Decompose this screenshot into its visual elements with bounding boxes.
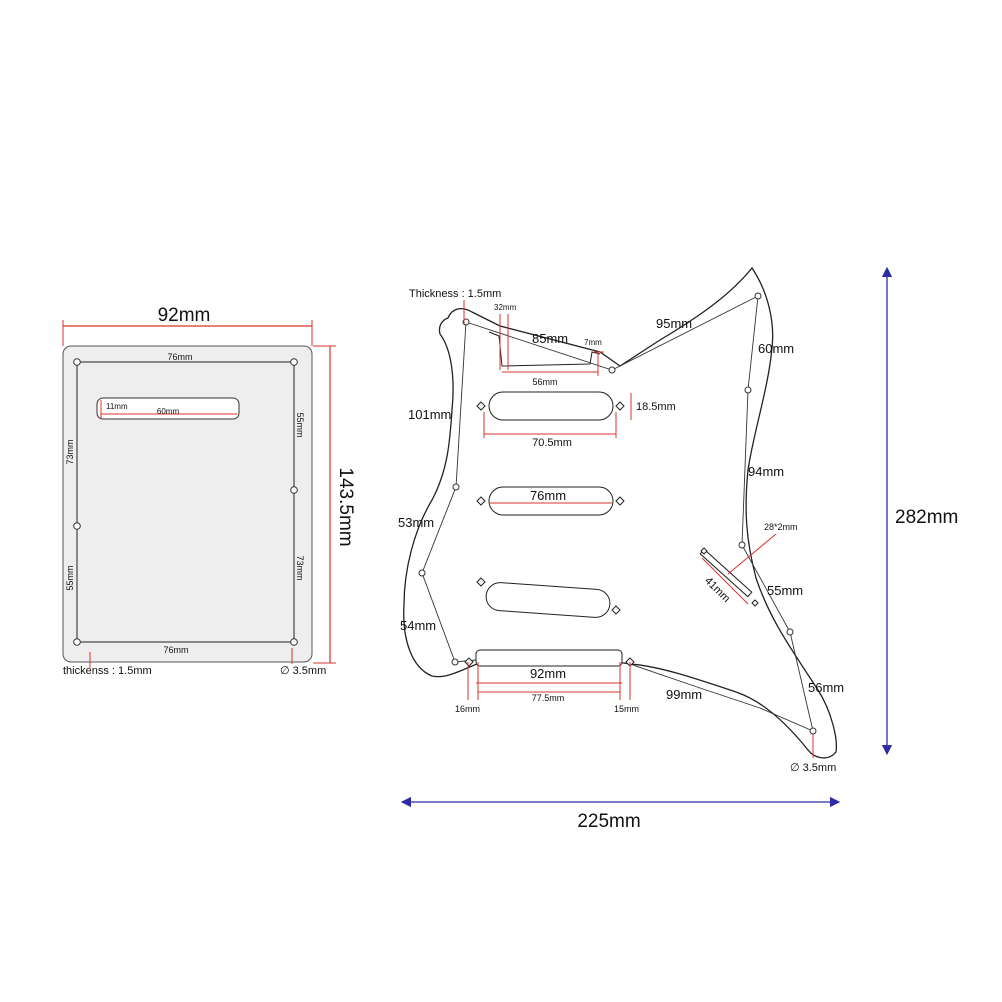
- switch-slot-leader: [727, 533, 777, 575]
- backplate-bottom-holes-label: 76mm: [163, 645, 188, 655]
- mounting-hole: [73, 638, 81, 646]
- mounting-hole: [452, 483, 460, 491]
- pickup-screw-hole: [476, 496, 486, 506]
- mounting-hole: [786, 628, 794, 636]
- mounting-hole: [744, 386, 752, 394]
- backplate-hole-label: ∅ 3.5mm: [280, 665, 326, 677]
- pot-width-label: 92mm: [530, 666, 566, 681]
- backplate-holes: [73, 358, 298, 646]
- backplate-group: 92mm 143.5mm 76mm 76mm 73mm 55mm 55mm 73…: [62, 305, 356, 677]
- span-55-label: 55mm: [767, 583, 803, 598]
- neck-notch: [488, 331, 601, 367]
- mounting-hole: [608, 366, 616, 374]
- pickup-screw-hole: [476, 577, 486, 587]
- mounting-hole: [754, 292, 762, 300]
- span-95-label: 95mm: [656, 316, 692, 331]
- slot-height-label: 11mm: [106, 402, 128, 411]
- mounting-hole: [290, 638, 298, 646]
- overall-width-label: 225mm: [577, 811, 640, 832]
- mounting-hole: [73, 358, 81, 366]
- backplate-left-upper-label: 73mm: [65, 439, 75, 464]
- pickup2-width-label: 76mm: [530, 488, 566, 503]
- pickup-screw-hole: [615, 496, 625, 506]
- middle-pickup-cutout: [488, 486, 614, 516]
- backplate-height-label: 143.5mm: [335, 467, 356, 546]
- pot-rail-cutout: [475, 649, 623, 667]
- span-60-label: 60mm: [758, 341, 794, 356]
- mounting-hole: [290, 358, 298, 366]
- notch-bottom-label: 56mm: [532, 377, 557, 387]
- neck-pickup-cutout: [488, 391, 614, 421]
- mounting-hole: [451, 658, 459, 666]
- pot-inner-label: 77.5mm: [532, 693, 565, 703]
- backplate-right-lower-label: 73mm: [295, 555, 305, 580]
- pickguard-outline: [403, 266, 838, 759]
- pickup-height-label: 18.5mm: [636, 401, 676, 413]
- pickguard-screw-outline: [421, 295, 814, 732]
- overall-height-label: 282mm: [895, 507, 958, 528]
- backplate-thickness-label: thickenss : 1.5mm: [63, 665, 152, 677]
- mounting-hole: [418, 569, 426, 577]
- switch-screw-hole: [700, 547, 708, 555]
- span-99-label: 99mm: [666, 687, 702, 702]
- right-offset-label: 15mm: [614, 704, 639, 714]
- left-offset-label: 16mm: [455, 704, 480, 714]
- pickguard-thickness-label: Thickness : 1.5mm: [409, 288, 501, 300]
- span-94-label: 94mm: [748, 464, 784, 479]
- pickup-screw-hole: [615, 401, 625, 411]
- backplate-left-lower-label: 55mm: [65, 565, 75, 590]
- pickup-screw-hole: [476, 401, 486, 411]
- backplate-shape: [62, 345, 313, 663]
- span-85-label: 85mm: [532, 331, 568, 346]
- mounting-hole: [73, 522, 81, 530]
- span-54-label: 54mm: [400, 618, 436, 633]
- mounting-hole: [738, 541, 746, 549]
- bridge-pickup-cutout: [485, 582, 611, 618]
- pickguard-group: 70.5mm 18.5mm 76mm 92mm 77.5mm 16mm 15mm…: [398, 266, 958, 832]
- switch-slot-label: 28*2mm: [764, 522, 798, 532]
- switch-screw-hole: [751, 599, 759, 607]
- pickup1-width-label: 70.5mm: [532, 437, 572, 449]
- span-53-label: 53mm: [398, 515, 434, 530]
- pickup-screw-hole: [611, 605, 621, 615]
- backplate-right-upper-label: 55mm: [295, 412, 305, 437]
- span-56-label: 56mm: [808, 680, 844, 695]
- switch-length-dimension: [701, 557, 749, 605]
- mounting-hole: [809, 727, 817, 735]
- pot-screw-hole: [464, 657, 474, 667]
- pickguard-hole-label: ∅ 3.5mm: [790, 762, 836, 774]
- backplate-top-holes-label: 76mm: [167, 352, 192, 362]
- mounting-hole: [290, 486, 298, 494]
- span-101-label: 101mm: [408, 407, 451, 422]
- notch-depth-label: 7mm: [584, 338, 602, 347]
- notch-width-label: 32mm: [494, 303, 517, 312]
- slot-width-label: 60mm: [157, 407, 180, 416]
- backplate-width-label: 92mm: [158, 305, 211, 326]
